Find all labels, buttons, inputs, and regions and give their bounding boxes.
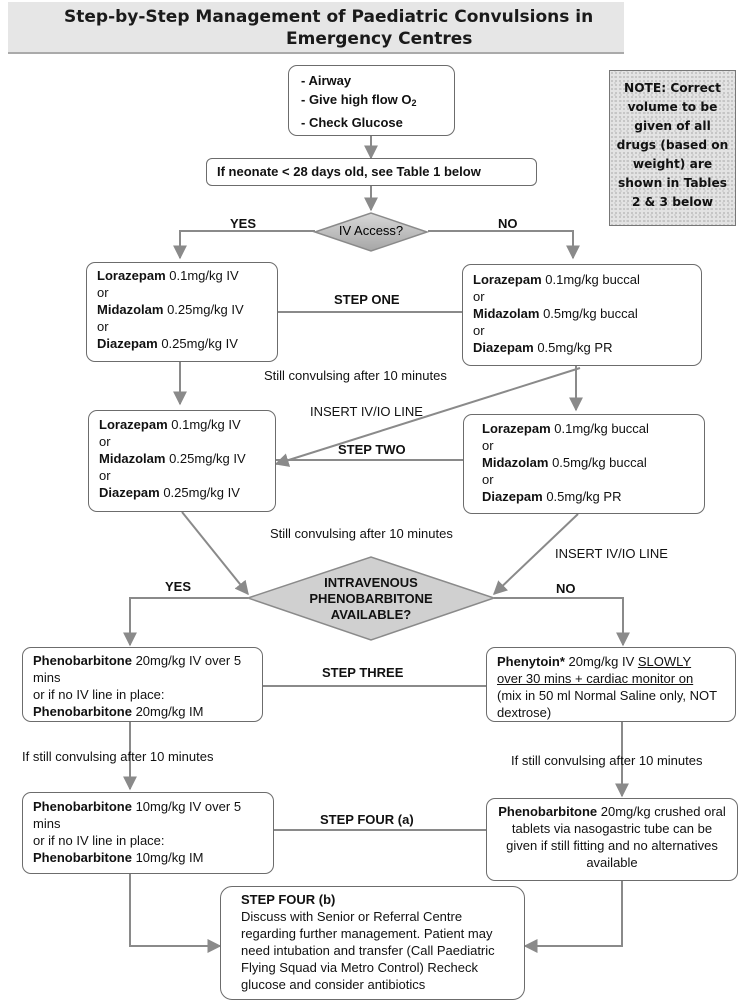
step-three-label: STEP THREE xyxy=(322,665,404,680)
step2-no-iv-lorazepam: Lorazepam 0.1mg/kg buccal xyxy=(482,421,649,436)
step4a-phenobarbitone-box: Phenobarbitone 10mg/kg IV over 5 mins or… xyxy=(22,792,274,874)
step2-iv-diazepam: Diazepam 0.25mg/kg IV xyxy=(99,485,240,500)
decision-phenobarbitone: INTRAVENOUS PHENOBARBITONE AVAILABLE? xyxy=(309,575,433,622)
step2-no-iv-diazepam: Diazepam 0.5mg/kg PR xyxy=(482,489,622,504)
step1-iv-diazepam: Diazepam 0.25mg/kg IV xyxy=(97,336,238,351)
or-text: or xyxy=(473,289,485,304)
page-title: Step-by-Step Management of Paediatric Co… xyxy=(8,2,624,54)
still-convulsing-3-right: If still convulsing after 10 minutes xyxy=(511,753,703,768)
glucose-item: - Check Glucose xyxy=(301,115,403,130)
step2-no-iv-box: Lorazepam 0.1mg/kg buccal or Midazolam 0… xyxy=(463,414,705,514)
arrow-insert-iv-diagonal xyxy=(274,367,581,467)
still-convulsing-1: Still convulsing after 10 minutes xyxy=(264,368,447,383)
arrow-decision2-yes xyxy=(123,597,248,647)
note-box: NOTE: Correct volume to be given of all … xyxy=(609,70,736,226)
step2-iv-box: Lorazepam 0.1mg/kg IV or Midazolam 0.25m… xyxy=(88,410,276,512)
step2-iv-midazolam: Midazolam 0.25mg/kg IV xyxy=(99,451,246,466)
arrow-step4a-left-to-step4b xyxy=(129,874,222,953)
step1-no-iv-lorazepam: Lorazepam 0.1mg/kg buccal xyxy=(473,272,640,287)
insert-iv-label-2: INSERT IV/IO LINE xyxy=(555,546,668,561)
arrow-decision1-yes xyxy=(173,230,315,260)
or-text: or xyxy=(97,285,109,300)
step-four-a-label: STEP FOUR (a) xyxy=(320,812,414,827)
oxygen-item: - Give high flow O2 xyxy=(301,92,417,108)
step4b-text: Discuss with Senior or Referral Centre r… xyxy=(241,909,495,992)
step1-no-iv-midazolam: Midazolam 0.5mg/kg buccal xyxy=(473,306,638,321)
neonate-box: If neonate < 28 days old, see Table 1 be… xyxy=(206,158,537,186)
step2-iv-lorazepam: Lorazepam 0.1mg/kg IV xyxy=(99,417,241,432)
step1-no-iv-diazepam: Diazepam 0.5mg/kg PR xyxy=(473,340,613,355)
step4a-or-im: or if no IV line in place: xyxy=(33,833,165,848)
title-line-1: Step-by-Step Management of Paediatric Co… xyxy=(64,7,594,27)
or-text: or xyxy=(482,438,494,453)
step3-pheno-iv: Phenobarbitone 20mg/kg IV over 5 mins xyxy=(33,653,242,685)
step4a-pheno-iv: Phenobarbitone 10mg/kg IV over 5 mins xyxy=(33,799,242,831)
step-two-label: STEP TWO xyxy=(338,442,406,457)
step3-phenytoin-mix: (mix in 50 ml Normal Saline only, NOT de… xyxy=(497,688,717,720)
step1-iv-box: Lorazepam 0.1mg/kg IV or Midazolam 0.25m… xyxy=(86,262,278,362)
still-convulsing-3-left: If still convulsing after 10 minutes xyxy=(22,749,214,764)
airway-item: - Airway xyxy=(301,73,352,88)
decision-phenobarbitone-shape xyxy=(245,556,497,641)
or-text: or xyxy=(97,319,109,334)
or-text: or xyxy=(473,323,485,338)
step4b-box: STEP FOUR (b) Discuss with Senior or Ref… xyxy=(220,886,525,1000)
step1-iv-lorazepam: Lorazepam 0.1mg/kg IV xyxy=(97,268,239,283)
step3-pheno-im: Phenobarbitone 20mg/kg IM xyxy=(33,704,204,719)
arrow-step4a-right-to-step4b xyxy=(523,881,623,953)
step3-phenytoin-dose: Phenytoin* 20mg/kg IV SLOWLY xyxy=(497,654,692,669)
step1-iv-midazolam: Midazolam 0.25mg/kg IV xyxy=(97,302,244,317)
decision1-no-label: NO xyxy=(498,216,518,231)
or-text: or xyxy=(99,434,111,449)
decision2-yes-label: YES xyxy=(165,579,192,594)
step-one-label: STEP ONE xyxy=(334,292,400,307)
decision2-no-label: NO xyxy=(556,581,576,596)
decision-iv-access-shape xyxy=(312,212,430,252)
insert-iv-label-1: INSERT IV/IO LINE xyxy=(310,404,423,419)
or-text: or xyxy=(99,468,111,483)
arrow-decision1-no xyxy=(428,230,580,260)
step4a-pheno-im: Phenobarbitone 10mg/kg IM xyxy=(33,850,204,865)
step3-phenytoin-duration: over 30 mins + cardiac monitor on xyxy=(497,671,694,686)
step3-phenytoin-box: Phenytoin* 20mg/kg IV SLOWLY over 30 min… xyxy=(486,647,736,722)
decision-iv-access: IV Access? xyxy=(338,223,404,238)
decision1-yes-label: YES xyxy=(230,216,257,231)
title-line-2: Emergency Centres xyxy=(286,29,473,49)
step3-phenobarbitone-box: Phenobarbitone 20mg/kg IV over 5 mins or… xyxy=(22,647,263,722)
arrow-step2-right-to-decision2 xyxy=(492,513,579,595)
arrow-decision2-no xyxy=(494,597,630,647)
step1-no-iv-box: Lorazepam 0.1mg/kg buccal or Midazolam 0… xyxy=(462,264,702,366)
start-box: - Airway - Give high flow O2 - Check Glu… xyxy=(288,65,455,136)
arrow-step2-left-to-decision2 xyxy=(181,511,249,596)
or-text: or xyxy=(482,472,494,487)
step3-or-im: or if no IV line in place: xyxy=(33,687,165,702)
step4a-oral-box: Phenobarbitone 20mg/kg crushed oral tabl… xyxy=(486,798,738,881)
step-four-b-label: STEP FOUR (b) xyxy=(241,892,336,907)
still-convulsing-2: Still convulsing after 10 minutes xyxy=(270,526,453,541)
step2-no-iv-midazolam: Midazolam 0.5mg/kg buccal xyxy=(482,455,647,470)
